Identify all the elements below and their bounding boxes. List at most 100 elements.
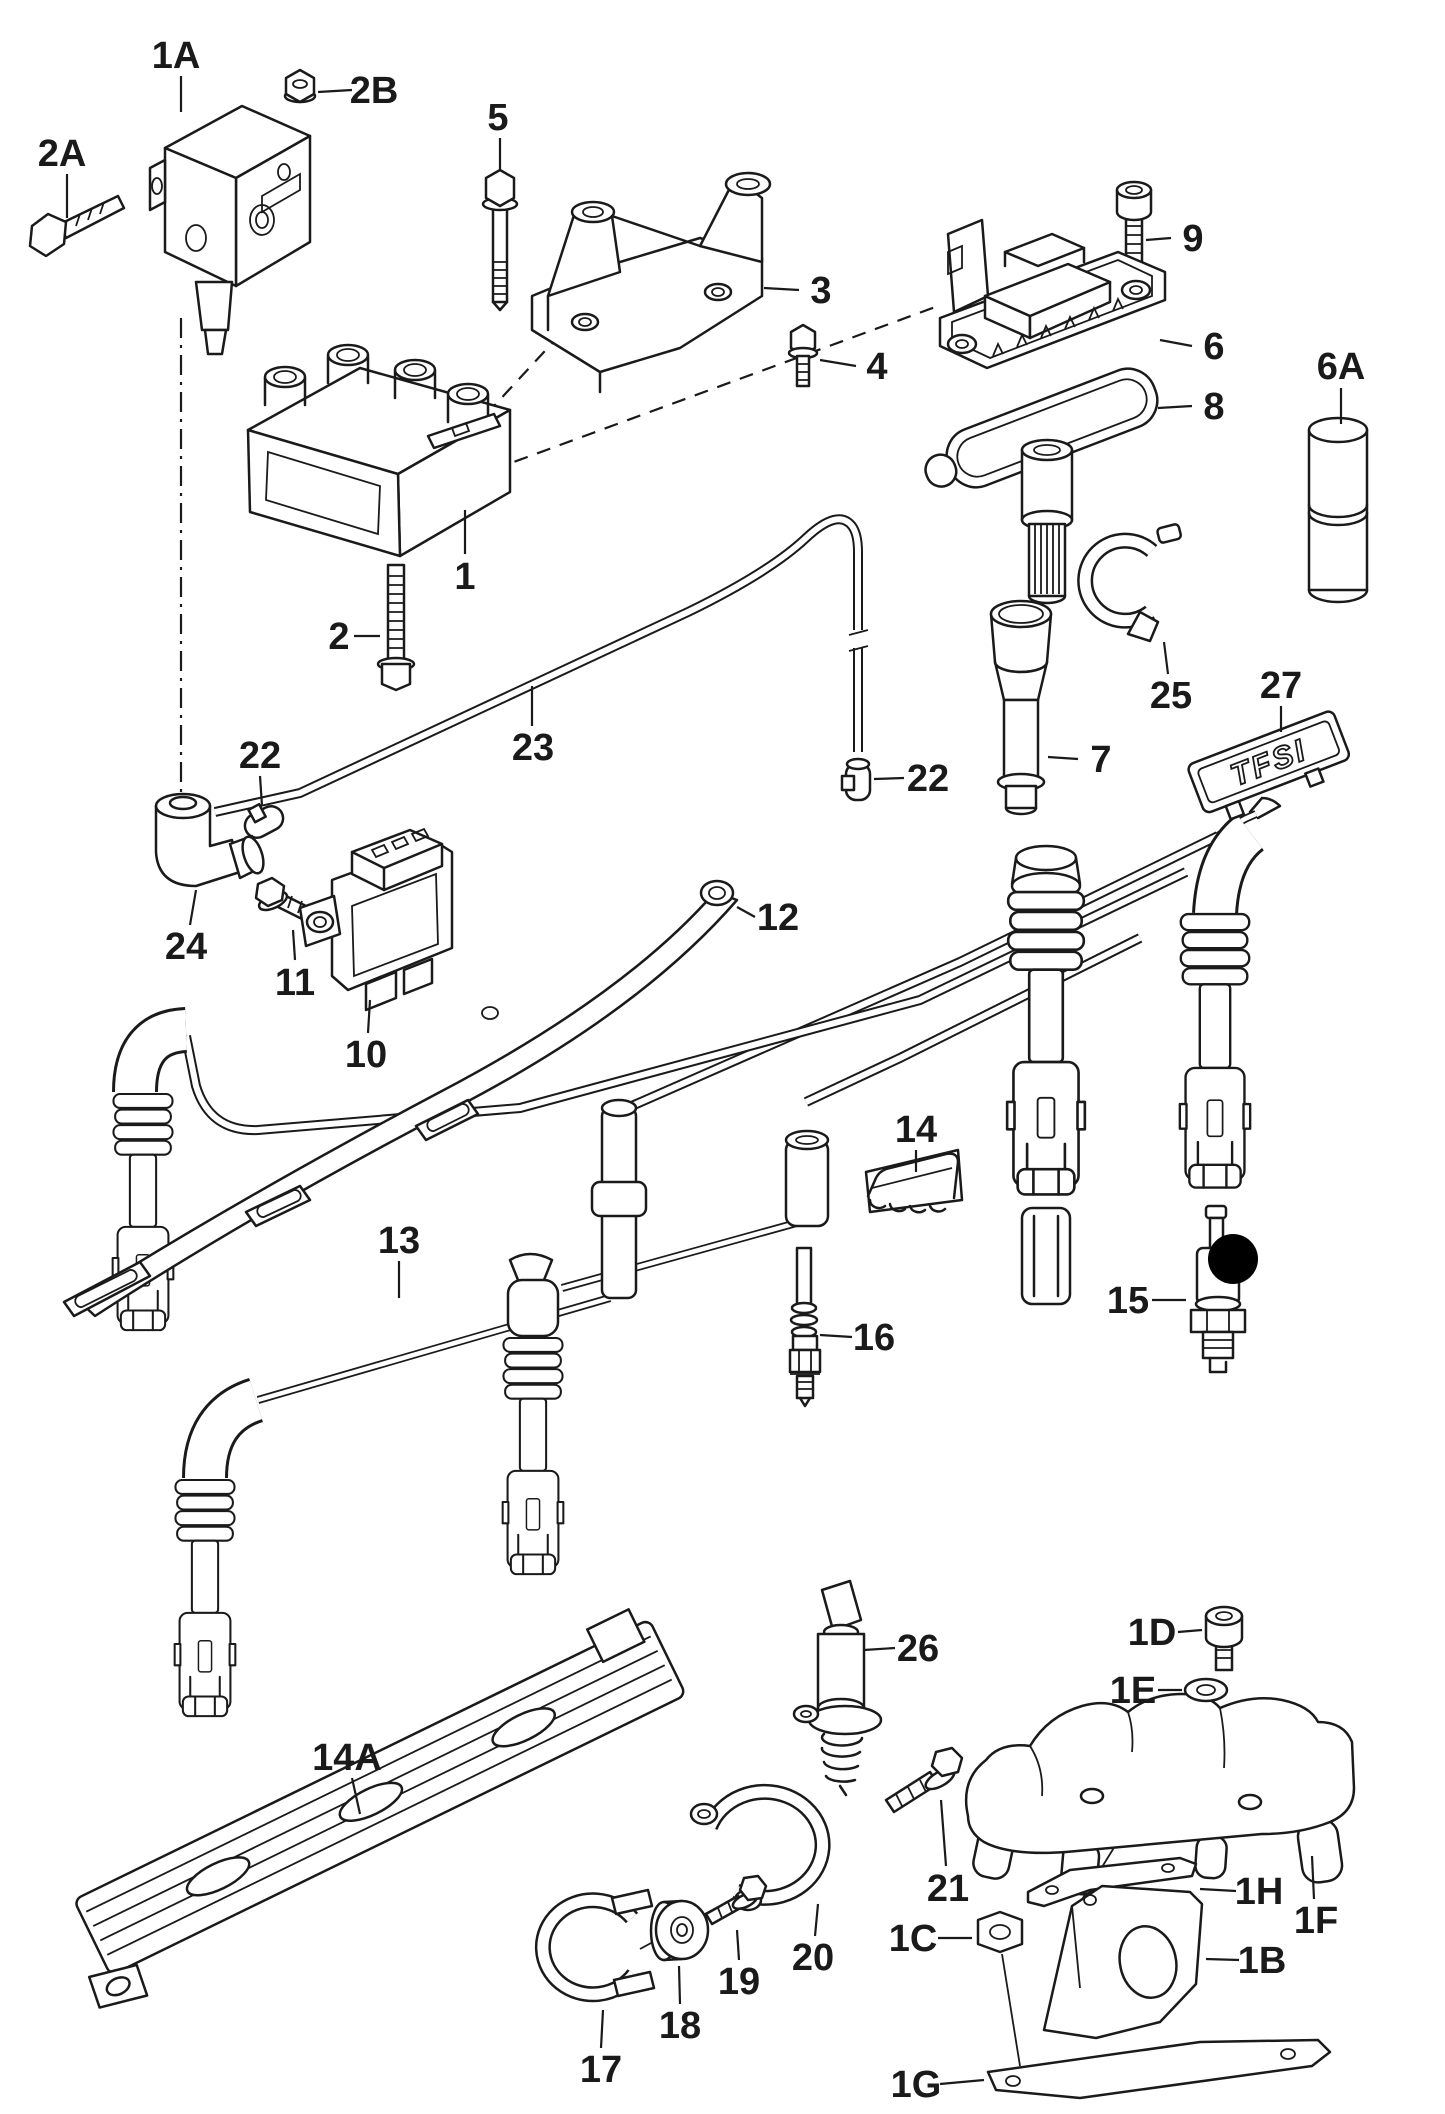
part-22-clip-right	[840, 757, 872, 802]
callout-10[interactable]: 10	[345, 1034, 387, 1076]
leader-line-18	[677, 1965, 682, 2005]
leader-line-22	[873, 776, 905, 781]
leader-line-17	[599, 2009, 605, 2049]
callout-22[interactable]: 22	[907, 758, 949, 800]
callout-15[interactable]: 15	[1107, 1280, 1149, 1322]
leader-line-9	[1145, 236, 1172, 242]
callout-1C[interactable]: 1C	[889, 1918, 938, 1960]
callout-1H[interactable]: 1H	[1235, 1871, 1284, 1913]
leader-line-19	[735, 1929, 741, 1961]
part-14a-cable-duct	[75, 1608, 685, 2009]
part-18-grommet-washer	[649, 1899, 710, 1962]
part-6a-lubricant-can	[1307, 416, 1369, 604]
callout-19[interactable]: 19	[718, 1961, 760, 2003]
callout-5[interactable]: 5	[487, 97, 508, 139]
gasket-arrows	[992, 296, 1124, 357]
leader-line-11	[291, 929, 297, 961]
callout-14[interactable]: 14	[895, 1109, 937, 1151]
callout-25[interactable]: 25	[1150, 675, 1192, 717]
leader-line-8	[1157, 404, 1193, 410]
coil-towers	[263, 343, 490, 424]
part-4-bolt	[787, 323, 819, 388]
callout-22[interactable]: 22	[239, 735, 281, 777]
part-10-output-stage-module	[298, 827, 454, 1012]
callout-1G[interactable]: 1G	[891, 2064, 942, 2106]
callout-1[interactable]: 1	[454, 556, 475, 598]
part-14-cable-holder	[864, 1148, 964, 1214]
highlight-layer	[1208, 1234, 1258, 1284]
leader-line-3	[763, 286, 800, 292]
part-17-half-shell	[534, 1888, 656, 2003]
callout-2B[interactable]: 2B	[350, 70, 399, 112]
leader-line-10	[366, 999, 372, 1034]
callout-12[interactable]: 12	[757, 897, 799, 939]
part-7-spark-plug-connector	[989, 599, 1053, 816]
callout-13[interactable]: 13	[378, 1220, 420, 1262]
part-22-clip-left	[243, 802, 285, 840]
leader-line-4	[819, 358, 857, 368]
part-27-tfsi-cover-badge: TFSI	[1187, 710, 1351, 821]
leader-line-24	[188, 889, 198, 926]
part-19-bolt	[704, 1874, 768, 1926]
part-5-bolt	[481, 168, 519, 312]
callout-27[interactable]: 27	[1260, 665, 1302, 707]
leader-line-1H	[1199, 1887, 1237, 1893]
part-2b-nut	[283, 68, 317, 104]
part-16-spark-plug	[788, 1246, 822, 1408]
part-6-ignition-coil-module	[938, 218, 1167, 370]
callout-26[interactable]: 26	[897, 1628, 939, 1670]
part-9-screw	[1115, 180, 1153, 286]
leader-line-25	[1162, 641, 1170, 675]
part-23-vacuum-pipe	[213, 514, 869, 817]
leader-line-2B	[317, 88, 353, 94]
callout-1F[interactable]: 1F	[1294, 1900, 1338, 1942]
callout-1E[interactable]: 1E	[1110, 1670, 1156, 1712]
part-26-camshaft-sensor	[792, 1579, 883, 1797]
part-1a-ignition-coil	[148, 104, 312, 356]
part-13-ignition-cable-set	[111, 796, 1282, 1718]
part-24-elbow-connector	[154, 792, 265, 888]
part-1-ignition-coil-pack	[246, 343, 512, 558]
callout-24[interactable]: 24	[165, 926, 207, 968]
leader-line-1F	[1310, 1855, 1316, 1900]
callout-14A[interactable]: 14A	[312, 1737, 382, 1779]
callout-17[interactable]: 17	[580, 2049, 622, 2091]
part-21-bolt	[884, 1746, 964, 1814]
callout-7[interactable]: 7	[1090, 739, 1111, 781]
leader-line-20	[813, 1903, 820, 1937]
callout-2[interactable]: 2	[328, 616, 349, 658]
leader-line-22	[258, 775, 264, 807]
callout-9[interactable]: 9	[1182, 218, 1203, 260]
callout-18[interactable]: 18	[659, 2005, 701, 2047]
highlighted-part-marker	[1208, 1234, 1258, 1284]
part-25-retainer-clip	[1077, 523, 1183, 643]
leader-line-1D	[1177, 1628, 1203, 1634]
callout-1B[interactable]: 1B	[1238, 1940, 1287, 1982]
callout-16[interactable]: 16	[853, 1317, 895, 1359]
callout-3[interactable]: 3	[810, 270, 831, 312]
leader-line-26	[863, 1646, 896, 1652]
callout-11[interactable]: 11	[275, 962, 315, 1004]
callout-2A[interactable]: 2A	[38, 133, 87, 175]
leader-line-21	[939, 1799, 948, 1867]
part-2a-bolt	[28, 194, 126, 258]
callout-1D[interactable]: 1D	[1128, 1612, 1177, 1654]
leader-line-6	[1159, 338, 1193, 348]
callout-6[interactable]: 6	[1203, 326, 1224, 368]
callout-21[interactable]: 21	[927, 1868, 969, 1910]
leader-line-12	[736, 906, 756, 918]
callout-4[interactable]: 4	[866, 346, 887, 388]
part-1d-screw	[1204, 1605, 1244, 1672]
leader-line-16	[819, 1333, 853, 1339]
part-1g-strip	[986, 2038, 1332, 2100]
callout-1A[interactable]: 1A	[152, 35, 201, 77]
callout-8[interactable]: 8	[1203, 386, 1224, 428]
part-1c-nut	[976, 1910, 1024, 1954]
leader-line-1G	[939, 2078, 985, 2086]
callout-23[interactable]: 23	[512, 727, 554, 769]
callout-6A[interactable]: 6A	[1317, 346, 1366, 388]
callout-20[interactable]: 20	[792, 1937, 834, 1979]
leader-line-1B	[1205, 1957, 1240, 1962]
part-1e-washer	[1183, 1677, 1229, 1703]
